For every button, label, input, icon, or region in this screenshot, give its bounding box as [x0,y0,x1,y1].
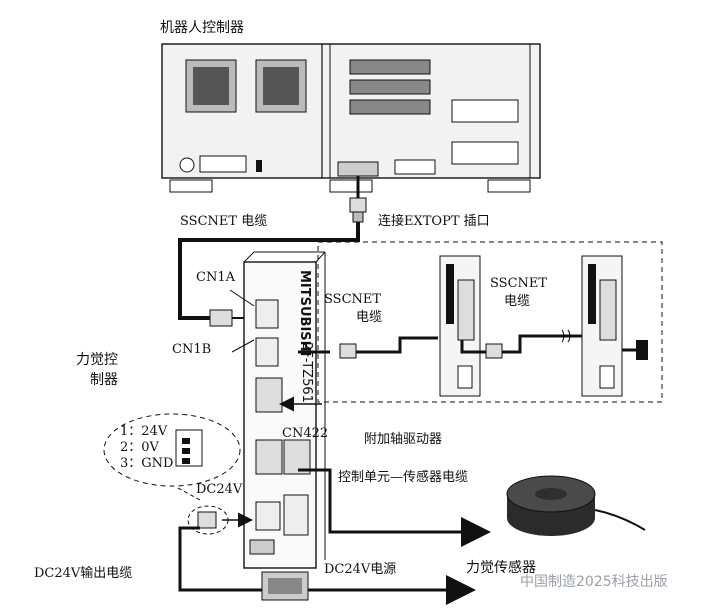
connector-block-left [185,59,307,113]
force-controller-unit [243,251,326,569]
dc24v-connector [175,429,203,467]
sscnet-cable-right-label-2: 电缆 [504,294,531,309]
sscnet-cable-top-label: SSCNET 电缆 [180,214,268,229]
cn422-label: CN422 [282,426,329,441]
force-sensor-label: 力觉传感器 [466,560,536,576]
connector-zoom-circle [103,413,241,487]
dc24v-power-supply-label: DC24V电源 [324,562,397,577]
force-controller-label-1: 力觉控 [76,352,118,368]
axis-driver-2 [581,255,623,397]
pin-3-label: 3：GND [120,456,174,471]
dc24v-output-cable-label: DC24V输出电缆 [34,566,133,581]
cn1a-label: CN1A [196,270,235,285]
force-sensor [506,475,646,536]
dc24v-power-supply [261,571,309,601]
io-boards [349,59,431,115]
control-sensor-cable-label: 控制单元—传感器电缆 [338,470,469,485]
dc24v-label: DC24V [196,482,243,497]
additional-axis-driver-label: 附加轴驱动器 [364,432,443,447]
cn1b-label: CN1B [172,342,212,357]
sscnet-cable-right-label-1: SSCNET [490,276,548,291]
additional-axis-frame [317,241,663,403]
mitsubishi-brand: MITSUBISHI [297,270,312,357]
robot-controller-label: 机器人控制器 [160,20,244,36]
robot-controller [161,43,541,193]
extopt-plug [349,176,367,223]
pin-1-label: 1：24V [120,424,168,439]
axis-driver-1 [439,255,481,397]
sscnet-cable-mid-label-1: SSCNET [324,292,382,307]
sscnet-cable-mid-label-2: 电缆 [356,310,383,325]
force-controller-label-2: 制器 [90,372,118,388]
extopt-port-label: 连接EXTOPT 插口 [378,214,490,229]
pin-2-label: 2：0V [120,440,159,455]
watermark: 中国制造2025科技出版 [520,574,668,590]
model-number: 2F-TZ561 [299,342,314,403]
